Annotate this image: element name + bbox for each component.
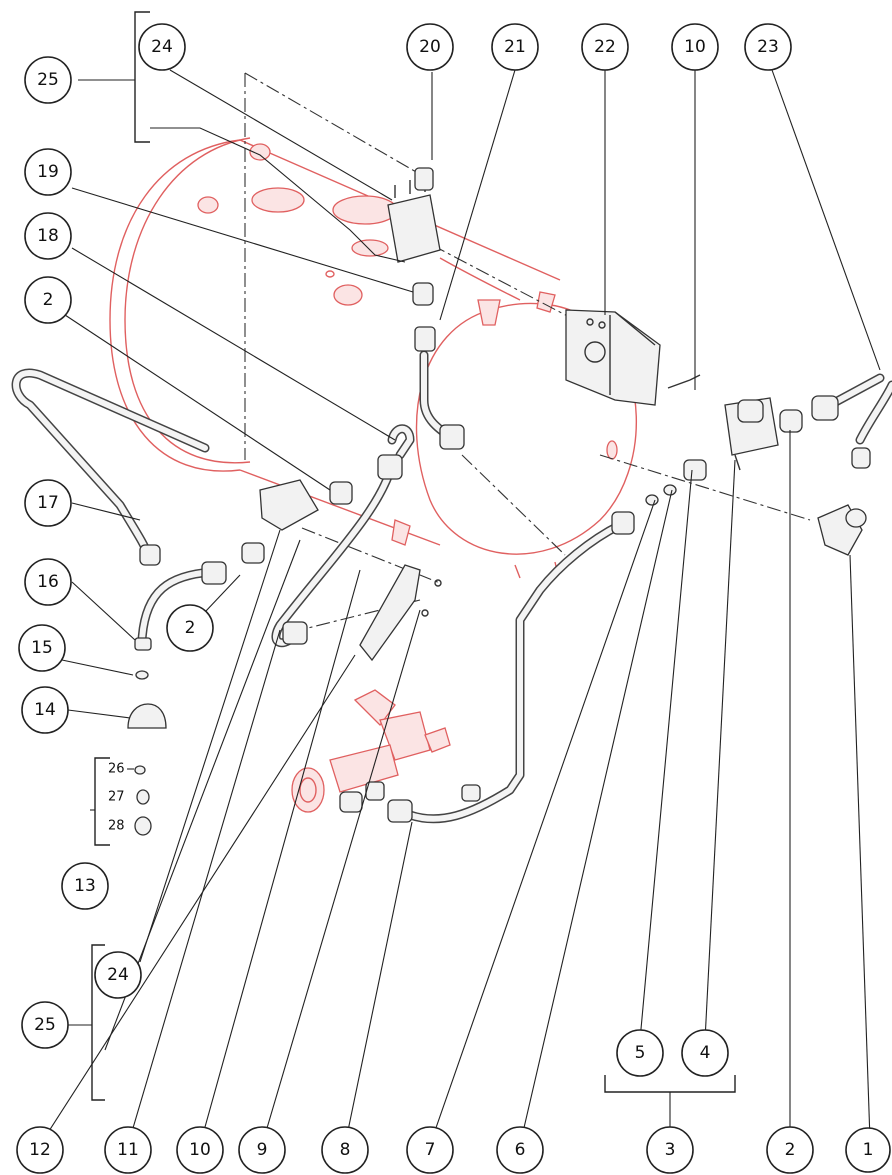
- callout-11: 11: [104, 1126, 152, 1174]
- pipe-23: [825, 373, 892, 445]
- pipe-17: [11, 368, 210, 560]
- svg-text:20: 20: [419, 37, 441, 57]
- fittings-2-right: [779, 395, 871, 469]
- callout-22: 22: [581, 23, 629, 71]
- svg-text:3: 3: [665, 1140, 676, 1160]
- svg-text:27: 27: [108, 790, 125, 805]
- bracket-25-bottom: [68, 944, 105, 1101]
- bracket-9: [359, 564, 442, 662]
- svg-text:24: 24: [151, 37, 173, 57]
- callout-20: 20: [406, 23, 454, 71]
- callout-17: 17: [24, 479, 72, 527]
- pipe-8: [405, 520, 625, 824]
- bracket-25-top: [78, 11, 150, 143]
- svg-text:8: 8: [340, 1140, 351, 1160]
- callout-7: 7: [406, 1126, 454, 1174]
- callout-21: 21: [491, 23, 539, 71]
- bracket-3: [604, 1075, 736, 1130]
- callout-25-bottom: 25: [21, 1001, 69, 1049]
- label-28: 28: [108, 819, 125, 834]
- small-parts-26-28: [134, 765, 152, 836]
- callout-16: 16: [24, 558, 72, 606]
- callout-25-top: 25: [24, 56, 72, 104]
- callout-23: 23: [744, 23, 792, 71]
- svg-text:16: 16: [37, 572, 59, 592]
- leader-lines: [39, 69, 881, 1146]
- callout-5: 5: [616, 1029, 664, 1077]
- svg-text:26: 26: [108, 762, 125, 777]
- fitting-17-end: [139, 544, 227, 585]
- svg-text:10: 10: [684, 37, 706, 57]
- svg-text:10: 10: [189, 1140, 211, 1160]
- callout-19: 19: [24, 148, 72, 196]
- svg-text:7: 7: [425, 1140, 436, 1160]
- svg-text:25: 25: [37, 70, 59, 90]
- svg-text:18: 18: [37, 226, 59, 246]
- callout-2-left: 2: [24, 276, 72, 324]
- svg-text:2: 2: [785, 1140, 796, 1160]
- callout-4: 4: [681, 1029, 729, 1077]
- solenoid-valve-4: [724, 397, 779, 471]
- svg-text:6: 6: [515, 1140, 526, 1160]
- centre-lines: [244, 72, 811, 633]
- label-27: 27: [108, 790, 125, 805]
- callout-18: 18: [24, 212, 72, 260]
- svg-text:17: 17: [37, 493, 59, 513]
- solenoid-valve-left: [241, 424, 465, 564]
- callout-10-top: 10: [671, 23, 719, 71]
- svg-text:22: 22: [594, 37, 616, 57]
- callout-9: 9: [238, 1126, 286, 1174]
- callout-2-bottom: 2: [766, 1126, 814, 1174]
- fitting-19: [412, 282, 436, 352]
- svg-text:19: 19: [37, 162, 59, 182]
- svg-text:9: 9: [257, 1140, 268, 1160]
- callout-24-top: 24: [138, 23, 186, 71]
- svg-text:4: 4: [700, 1043, 711, 1063]
- pipe-18: [387, 424, 415, 460]
- callout-15: 15: [18, 624, 66, 672]
- svg-text:25: 25: [34, 1015, 56, 1035]
- svg-text:12: 12: [29, 1140, 51, 1160]
- fittings-bottom-pipe: [282, 621, 481, 823]
- callout-8: 8: [321, 1126, 369, 1174]
- boiler-tank-outline: [109, 137, 637, 579]
- svg-text:28: 28: [108, 819, 125, 834]
- pipe-11: [271, 460, 397, 648]
- svg-text:2: 2: [43, 290, 54, 310]
- pressure-switch-24: [387, 167, 441, 263]
- bracket-22: [565, 309, 701, 406]
- svg-text:2: 2: [185, 618, 196, 638]
- svg-text:1: 1: [863, 1140, 874, 1160]
- svg-text:13: 13: [74, 876, 96, 896]
- nut-16-15-14: [127, 637, 167, 729]
- svg-text:5: 5: [635, 1043, 646, 1063]
- callout-6: 6: [496, 1126, 544, 1174]
- red-valve-assembly: [291, 689, 451, 813]
- label-26: 26: [108, 762, 134, 777]
- callout-14: 14: [21, 686, 69, 734]
- fittings-5-6-7: [611, 459, 707, 535]
- svg-text:14: 14: [34, 700, 56, 720]
- svg-text:11: 11: [117, 1140, 139, 1160]
- svg-text:24: 24: [107, 965, 129, 985]
- callout-3: 3: [646, 1126, 694, 1174]
- pipe-16: [137, 567, 217, 645]
- callout-24-bottom: 24: [94, 951, 142, 999]
- callout-13: 13: [61, 862, 109, 910]
- svg-text:15: 15: [31, 638, 53, 658]
- svg-text:21: 21: [504, 37, 526, 57]
- bracket-13: [90, 757, 110, 846]
- callout-12: 12: [16, 1126, 64, 1174]
- callout-2-mid: 2: [166, 604, 214, 652]
- callout-1: 1: [845, 1127, 891, 1173]
- elbow-fitting-1: [817, 504, 867, 556]
- svg-text:23: 23: [757, 37, 779, 57]
- callout-10-bottom: 10: [176, 1126, 224, 1174]
